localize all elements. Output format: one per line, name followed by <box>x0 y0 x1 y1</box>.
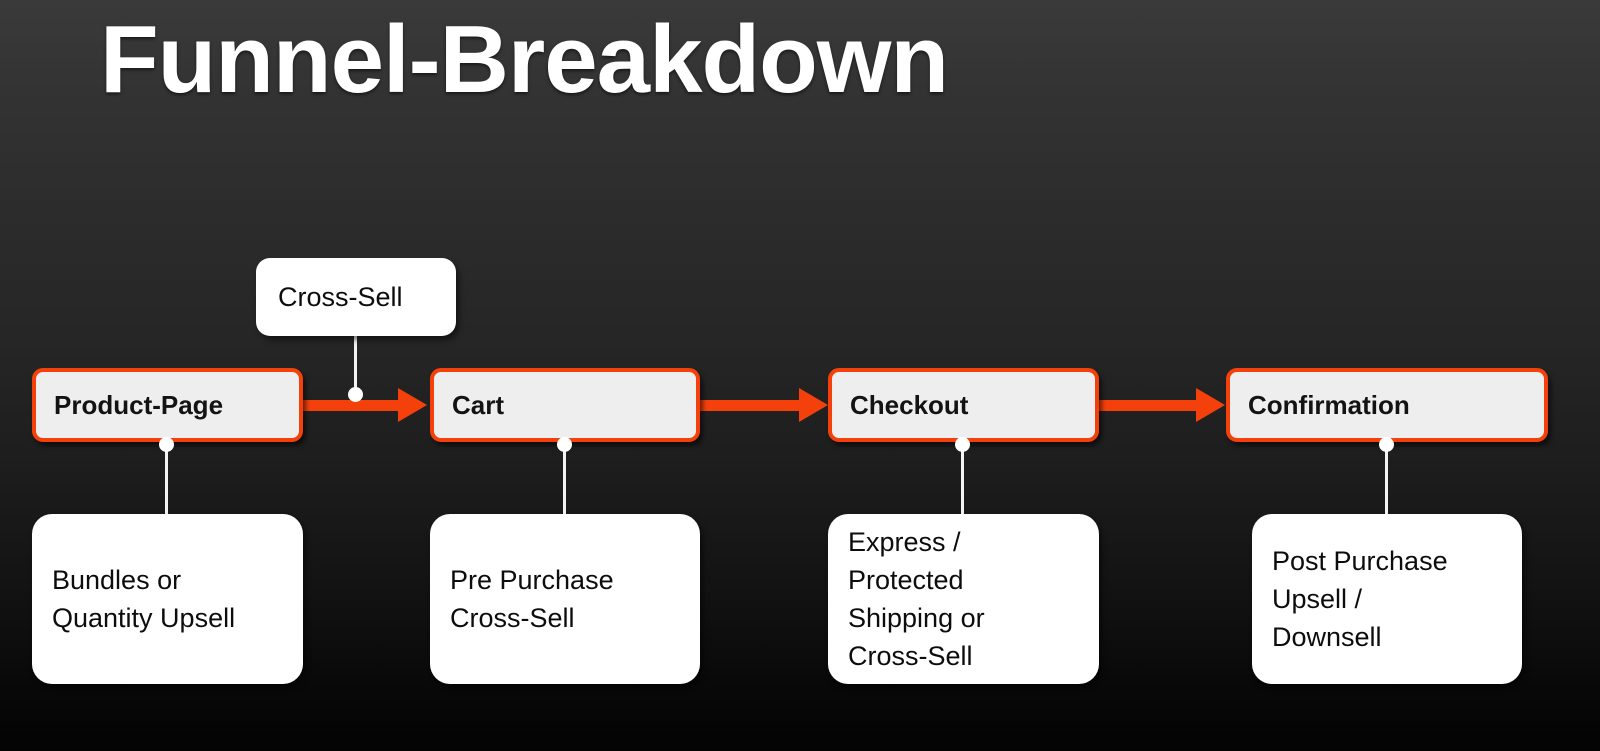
connector-line-product-page-note <box>165 444 168 520</box>
callout-confirmation-note: Post Purchase Upsell / Downsell <box>1252 514 1522 684</box>
stage-checkout-label: Checkout <box>850 389 969 420</box>
arrow-shaft <box>697 400 799 411</box>
callout-product-page-note: Bundles or Quantity Upsell <box>32 514 303 684</box>
arrow-head-icon <box>1196 388 1225 422</box>
callout-cross-sell-transition: Cross-Sell <box>256 258 456 336</box>
arrow-shaft <box>300 400 398 411</box>
arrow-head-icon <box>799 388 828 422</box>
callout-checkout-note-label: Express / Protected Shipping or Cross-Se… <box>848 527 985 671</box>
arrow-shaft <box>1095 400 1196 411</box>
callout-cross-sell-transition-label: Cross-Sell <box>278 282 403 312</box>
callout-cart-note-label: Pre Purchase Cross-Sell <box>450 565 614 633</box>
arrow-head-icon <box>398 388 427 422</box>
connector-dot-product-page-note <box>159 437 174 452</box>
connector-line-cross-sell-transition <box>354 330 357 398</box>
connector-dot-cart-note <box>557 437 572 452</box>
arrow-checkout-to-confirmation <box>1095 388 1225 422</box>
stage-confirmation[interactable]: Confirmation <box>1226 368 1548 442</box>
connector-line-confirmation-note <box>1385 444 1388 520</box>
stage-checkout[interactable]: Checkout <box>828 368 1099 442</box>
stage-confirmation-label: Confirmation <box>1248 389 1410 420</box>
page-title: Funnel-Breakdown <box>100 6 949 113</box>
arrow-product-page-to-cart <box>300 388 427 422</box>
callout-confirmation-note-label: Post Purchase Upsell / Downsell <box>1272 546 1448 652</box>
callout-cart-note: Pre Purchase Cross-Sell <box>430 514 700 684</box>
stage-cart[interactable]: Cart <box>430 368 700 442</box>
callout-checkout-note: Express / Protected Shipping or Cross-Se… <box>828 514 1099 684</box>
callout-product-page-note-label: Bundles or Quantity Upsell <box>52 565 236 633</box>
stage-cart-label: Cart <box>452 389 505 420</box>
connector-dot-checkout-note <box>955 437 970 452</box>
connector-dot-confirmation-note <box>1379 437 1394 452</box>
arrow-cart-to-checkout <box>697 388 828 422</box>
stage-product-page-label: Product-Page <box>54 389 224 420</box>
connector-line-checkout-note <box>961 444 964 520</box>
connector-dot-cross-sell-transition <box>348 387 363 402</box>
connector-line-cart-note <box>563 444 566 520</box>
stage-product-page[interactable]: Product-Page <box>32 368 303 442</box>
